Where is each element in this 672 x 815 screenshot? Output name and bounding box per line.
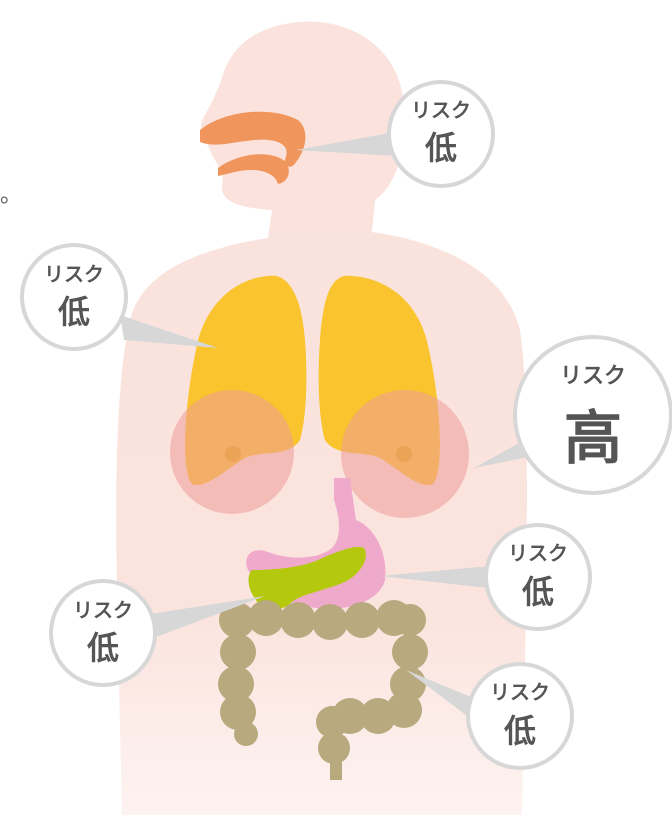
risk-level: 低 — [87, 629, 119, 667]
risk-label: リスク — [44, 262, 104, 286]
risk-level: 低 — [425, 129, 457, 167]
lung-risk-callout: リスク 低 — [22, 245, 126, 349]
breast-risk-callout: リスク 高 — [515, 337, 671, 493]
risk-level: 低 — [522, 573, 554, 611]
pancreas-risk-callout: リスク 低 — [51, 581, 155, 685]
risk-label: リスク — [508, 541, 568, 565]
stomach-risk-callout: リスク 低 — [486, 525, 590, 629]
mouth-risk-callout: リスク 低 — [389, 82, 493, 186]
stray-punctuation: 。 — [0, 183, 22, 208]
risk-label: リスク — [411, 98, 471, 122]
risk-level: 低 — [58, 293, 90, 331]
risk-label: リスク — [73, 598, 133, 622]
risk-label: リスク — [560, 364, 626, 389]
risk-level: 高 — [564, 404, 622, 472]
colon-risk-callout: リスク 低 — [468, 664, 572, 768]
risk-label: リスク — [490, 680, 550, 704]
risk-level: 低 — [504, 712, 536, 750]
